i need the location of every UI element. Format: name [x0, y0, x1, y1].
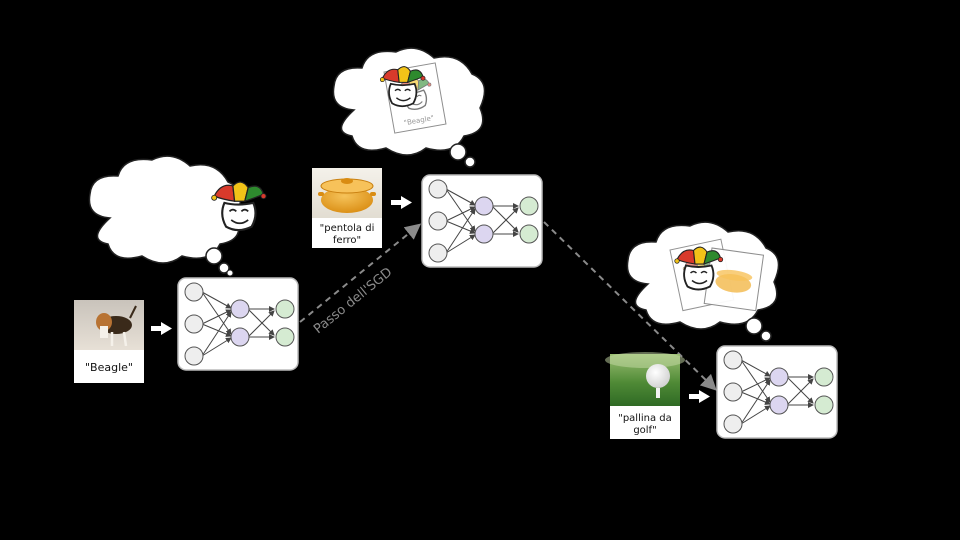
- neural-network-2: [422, 175, 542, 267]
- golf-ball-photo: [605, 352, 685, 406]
- beagle-photo: [74, 300, 144, 350]
- caption-line: golf": [633, 425, 656, 436]
- caption-pot: "pentola di ferro": [312, 218, 382, 248]
- stage-golf: "pallina da golf": [605, 221, 837, 439]
- dutch-oven-photo: [312, 168, 382, 218]
- stage-beagle: "Beagle": [74, 155, 298, 383]
- thought-cloud-3: [626, 221, 780, 342]
- caption-beagle: "Beagle": [74, 350, 144, 383]
- caption-line: ferro": [333, 235, 361, 246]
- caption-line: "pentola di: [320, 223, 375, 234]
- stage-pot: "Beagle" "pentola di ferro": [312, 47, 542, 267]
- input-arrow-3: [689, 390, 710, 403]
- caption-golf: "pallina da golf": [610, 406, 680, 439]
- input-arrow-1: [151, 322, 172, 335]
- neural-network-1: [178, 278, 298, 370]
- caption-line: "Beagle": [85, 361, 133, 374]
- caption-line: "pallina da: [618, 413, 672, 424]
- sgd-step-arrow-2: [543, 221, 717, 391]
- thought-cloud-2: "Beagle": [332, 47, 486, 168]
- neural-network-3: [717, 346, 837, 438]
- input-arrow-2: [391, 196, 412, 209]
- pot-thought-card: [703, 247, 765, 312]
- sgd-label: Passo dell'SGD: [311, 265, 395, 337]
- thought-cloud-1: [88, 155, 268, 277]
